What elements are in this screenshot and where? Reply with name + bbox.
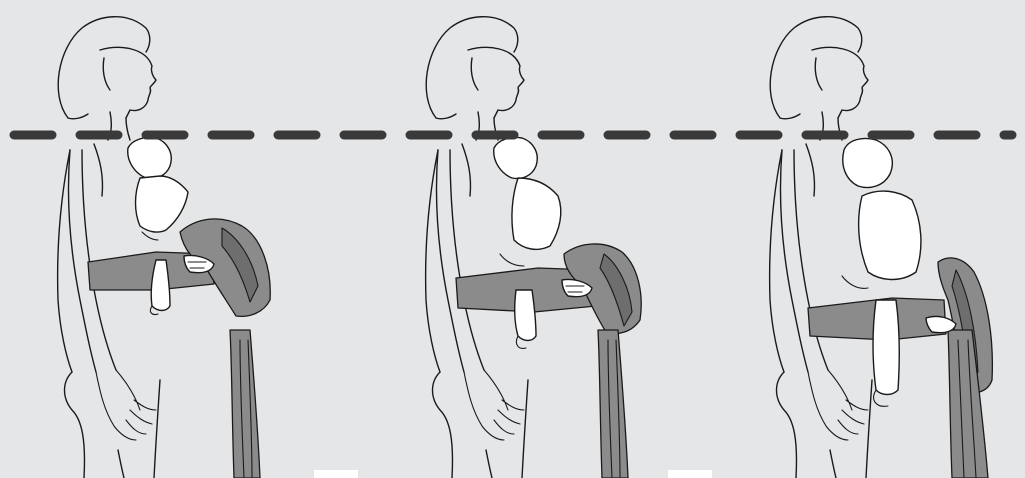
panel-divider-mark-2: [668, 470, 712, 478]
panel-divider-mark-1: [314, 470, 358, 478]
